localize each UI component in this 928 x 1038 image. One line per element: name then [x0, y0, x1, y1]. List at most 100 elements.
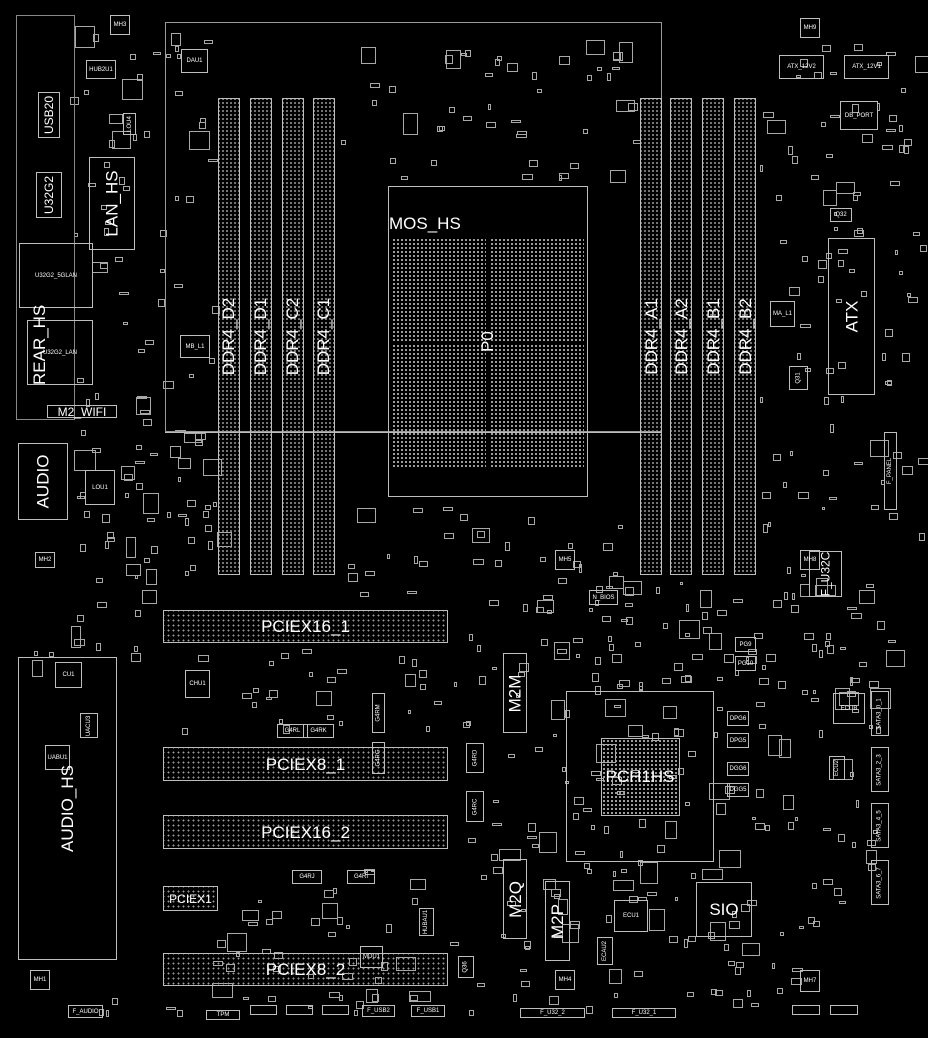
- smd-pad: [717, 609, 728, 617]
- smd-pad: [751, 816, 757, 821]
- smd-pad: [126, 564, 141, 576]
- smd-pad: [216, 940, 227, 948]
- smd-pad: [410, 994, 418, 1002]
- pciex16-1-slot[interactable]: PCIEX16_1: [163, 610, 448, 643]
- smd-pad: [506, 901, 516, 906]
- smd-pad: [826, 633, 831, 641]
- f-audio-component[interactable]: F_AUDIO: [68, 1005, 103, 1018]
- smd-pad: [329, 992, 340, 998]
- m2-wifi-component[interactable]: M2_WIFI: [47, 405, 117, 418]
- f-usb1-component[interactable]: F_USB1: [411, 1005, 445, 1017]
- u32g2-5glan-component[interactable]: U32G2_5GLAN: [19, 243, 93, 308]
- u32g2-component[interactable]: U32G2: [36, 172, 62, 218]
- f-audio-label: F_AUDIO: [72, 1008, 99, 1015]
- pciex1-slot[interactable]: PCIEX1: [163, 886, 218, 911]
- ddr4-c1-slot[interactable]: DDR4_C1: [313, 98, 335, 575]
- smd-pad: [635, 642, 641, 647]
- smd-pad: [144, 557, 151, 563]
- sata3-2-3-component[interactable]: SATA3_2_3: [871, 747, 889, 792]
- smd-pad: [324, 889, 334, 898]
- smd-pad: [725, 785, 736, 794]
- smd-pad: [170, 445, 181, 459]
- ddr4-d1-label: DDR4_D1: [251, 297, 271, 376]
- smd-pad: [122, 321, 128, 326]
- smd-pad: [188, 131, 211, 150]
- ddr4-d1-slot[interactable]: DDR4_D1: [250, 98, 272, 575]
- smd-pad: [596, 67, 603, 71]
- smd-pad: [709, 783, 730, 800]
- smd-pad: [443, 533, 454, 539]
- db-port-component[interactable]: DB_PORT: [840, 101, 878, 130]
- smd-pad: [759, 723, 767, 729]
- smd-pad: [794, 817, 799, 822]
- f-usb2-component[interactable]: F_USB2: [362, 1005, 395, 1017]
- g4rg-label: G4RG: [375, 749, 382, 767]
- tpm-component[interactable]: TPM: [206, 1010, 240, 1020]
- ddr4-c2-slot[interactable]: DDR4_C2: [282, 98, 304, 575]
- smd-pad: [540, 639, 548, 646]
- sata3-0-1-component[interactable]: SATA3_0_1: [871, 691, 889, 736]
- smd-pad: [95, 642, 101, 651]
- smd-pad: [253, 688, 260, 694]
- smd-pad: [818, 275, 824, 283]
- smd-pad: [811, 643, 818, 653]
- smd-pad: [414, 555, 418, 564]
- smd-pad: [199, 121, 207, 129]
- smd-pad: [204, 39, 213, 45]
- pciex16-2-slot[interactable]: PCIEX16_2: [163, 815, 448, 849]
- ecau2-label: ECAU2: [602, 940, 609, 962]
- pciex8-2-slot[interactable]: PCIEX8_2: [163, 953, 448, 986]
- atx-12v2-component[interactable]: ATX_12V2: [779, 55, 824, 79]
- smd-pad: [504, 542, 511, 552]
- smd-pad: [877, 62, 883, 66]
- ddr4-a1-slot[interactable]: DDR4_A1: [640, 98, 662, 575]
- smd-pad: [434, 700, 443, 706]
- smd-pad: [602, 616, 612, 623]
- f-panel-component[interactable]: F_PANEL: [884, 432, 897, 510]
- smd-pad: [800, 573, 807, 577]
- lou1-label: LOU1: [92, 484, 108, 491]
- u32g2-lan-component[interactable]: U32G2_LAN: [27, 320, 93, 385]
- f-u32-1-component[interactable]: F_U32_1: [612, 1008, 676, 1018]
- pciex8-1-slot[interactable]: PCIEX8_1: [163, 747, 448, 781]
- smd-pad: [886, 52, 897, 56]
- smd-pad: [780, 932, 785, 937]
- f-usb2-label: F_USB2: [367, 1008, 390, 1014]
- smd-pad: [510, 119, 522, 124]
- smd-pad: [163, 381, 174, 389]
- ddr4-d2-slot[interactable]: DDR4_D2: [218, 98, 240, 575]
- m2m-component[interactable]: M2M: [503, 653, 527, 733]
- m2q-component[interactable]: M2Q: [503, 859, 527, 939]
- smd-pad: [551, 888, 561, 898]
- smd-pad: [157, 299, 165, 307]
- smd-pad: [466, 721, 472, 726]
- smd-pad: [486, 122, 497, 128]
- sata3-6-7-component[interactable]: SATA3_6_7: [871, 860, 889, 905]
- smd-pad: [594, 600, 600, 607]
- ddr4-b2-slot[interactable]: DDR4_B2: [734, 98, 756, 575]
- ddr4-a2-slot[interactable]: DDR4_A2: [670, 98, 692, 575]
- m2p-component[interactable]: M2P: [545, 881, 570, 961]
- f-u32c-component[interactable]: F_U32C: [809, 551, 842, 597]
- smd-pad: [836, 299, 842, 303]
- atx-component[interactable]: ATX: [828, 238, 875, 395]
- audio-component[interactable]: AUDIO: [18, 443, 68, 520]
- ddr4-b1-slot[interactable]: DDR4_B1: [702, 98, 724, 575]
- smd-pad: [365, 988, 379, 1003]
- usb20-component[interactable]: USB20: [38, 92, 60, 138]
- smd-pad: [779, 239, 787, 245]
- sata3-4-5-component[interactable]: SATA3_4_5: [871, 803, 889, 848]
- smd-pad: [776, 195, 783, 202]
- smd-pad: [761, 492, 771, 500]
- smd-pad: [101, 514, 111, 523]
- smd-pad: [838, 361, 847, 370]
- smd-pad: [336, 916, 344, 925]
- smd-pad: [716, 676, 723, 681]
- smd-pad: [400, 175, 409, 180]
- smd-pad: [516, 693, 520, 699]
- f-u32-2-component[interactable]: F_U32_2: [520, 1008, 585, 1018]
- smd-pad: [405, 673, 417, 687]
- atx-12v1-component[interactable]: ATX_12V1: [844, 55, 889, 79]
- g4rg-component: G4RG: [372, 742, 385, 774]
- smd-pad: [663, 622, 669, 630]
